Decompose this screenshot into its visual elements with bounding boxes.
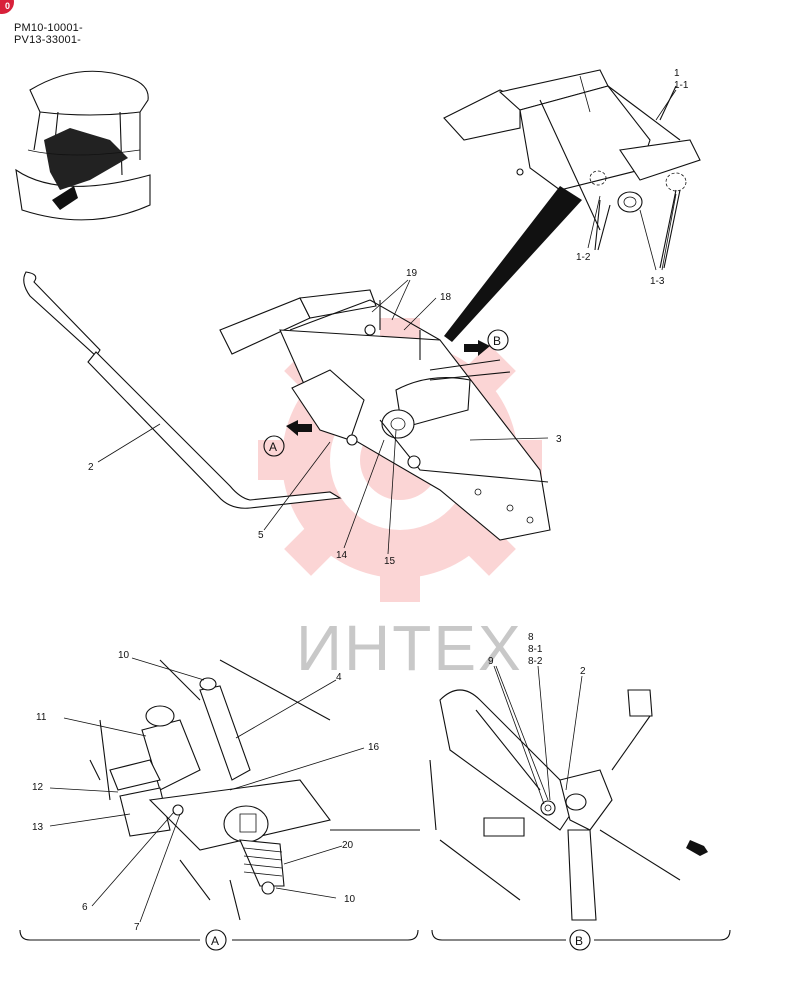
callout-a-12: 12 — [32, 782, 44, 793]
bracket-a: A — [19, 929, 419, 951]
view-label-b: B — [575, 934, 583, 948]
callout-14: 14 — [336, 550, 348, 561]
callout-1-1: 1-1 — [674, 80, 689, 91]
callout-a-4: 4 — [336, 672, 342, 683]
callout-1: 1 — [674, 68, 680, 79]
callout-a-7: 7 — [134, 922, 140, 933]
detail-view-b — [429, 689, 708, 921]
lever-assembly — [23, 271, 551, 541]
callout-b-8-2: 8-2 — [528, 656, 543, 667]
callout-labels: 1 1-1 1-2 1-3 2 3 5 14 15 18 19 10 4 11 … — [32, 68, 689, 933]
callout-a-10-top: 10 — [118, 650, 130, 661]
frame-assembly-1 — [443, 69, 701, 269]
callout-3: 3 — [556, 434, 562, 445]
callout-b-8-1: 8-1 — [528, 644, 543, 655]
callout-2: 2 — [88, 462, 94, 473]
callout-a-16: 16 — [368, 742, 380, 753]
callout-a-13: 13 — [32, 822, 44, 833]
serial-codes: PM10-10001- PV13-33001- — [14, 22, 83, 46]
callout-b-8: 8 — [528, 632, 534, 643]
view-label-a: A — [211, 934, 219, 948]
callout-1-2: 1-2 — [576, 252, 591, 263]
view-arrow-b: B — [464, 329, 509, 356]
callout-1-3: 1-3 — [650, 276, 665, 287]
callout-b-2: 2 — [580, 666, 586, 677]
serial-code-1: PM10-10001- — [14, 22, 83, 34]
callout-19: 19 — [406, 268, 418, 279]
callout-a-20: 20 — [342, 840, 354, 851]
callout-18: 18 — [440, 292, 452, 303]
leader-wedge — [444, 186, 582, 342]
view-arrow-a: A — [263, 420, 312, 457]
watermark-text: ИНТЕХ — [296, 612, 523, 684]
serial-code-2: PV13-33001- — [14, 34, 82, 46]
callout-5: 5 — [258, 530, 264, 541]
leader-lines — [49, 89, 677, 923]
callout-15: 15 — [384, 556, 396, 567]
detail-view-a — [89, 659, 420, 921]
svg-text:B: B — [493, 334, 501, 348]
callout-a-11: 11 — [36, 712, 47, 723]
callout-a-6: 6 — [82, 902, 88, 913]
callout-a-10-bottom: 10 — [344, 894, 356, 905]
svg-text:A: A — [269, 440, 277, 454]
bracket-b: B — [431, 929, 731, 951]
callout-b-9: 9 — [488, 656, 494, 667]
machine-thumbnail — [15, 70, 151, 221]
